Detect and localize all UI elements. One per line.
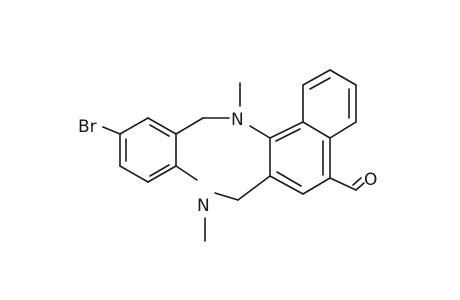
aldehyde-group xyxy=(329,177,365,191)
oxygen-label: O xyxy=(364,170,377,190)
diazocine-ring xyxy=(175,117,271,201)
nitrogen-bottom-label: N xyxy=(197,196,210,216)
naphthalene-ring-a xyxy=(269,121,331,195)
nitrogen-top-label: N xyxy=(231,110,244,130)
naphthalene-ring-b xyxy=(302,69,357,139)
bromobenzene-ring xyxy=(119,117,177,183)
bromine-label: Br xyxy=(78,117,97,137)
c-br-bond xyxy=(102,126,121,135)
